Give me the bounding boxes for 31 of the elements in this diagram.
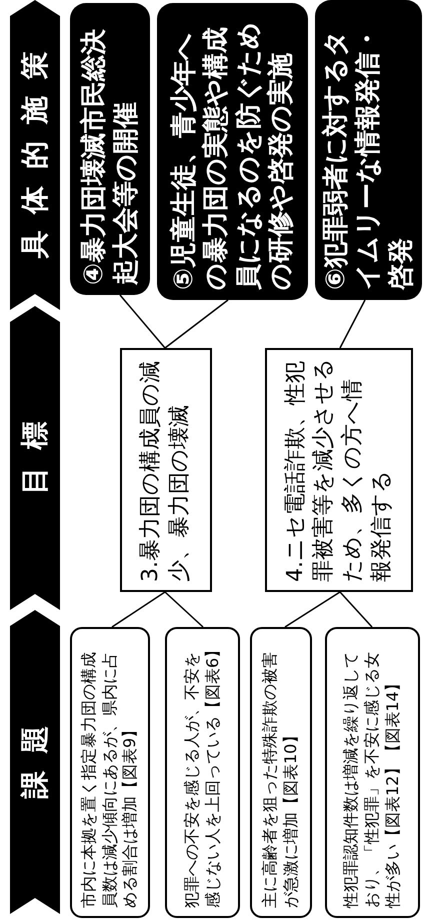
measure-box bbox=[70, 3, 150, 295]
issue-box bbox=[70, 627, 150, 918]
issue-box bbox=[165, 627, 240, 918]
section-banner bbox=[10, 0, 60, 310]
banner-label: 課題 bbox=[17, 708, 52, 798]
box-text: 4.ニセ電話詐欺、性犯罪被害等を減少させるため、多くの方へ情報発信する bbox=[282, 358, 395, 582]
issue-box bbox=[325, 627, 420, 918]
connector-line bbox=[339, 592, 373, 628]
box-text: ⑥犯罪弱者に対するタイムリーな情報発信・啓発 bbox=[320, 25, 417, 290]
connector-line bbox=[112, 591, 166, 628]
goal-box bbox=[265, 348, 413, 592]
section-banner bbox=[10, 306, 60, 610]
box-text: 主に高齢者を狙った特殊詐欺の被害が急激に増加【図表10】 bbox=[260, 651, 301, 908]
connector-line bbox=[284, 591, 340, 628]
measure-box bbox=[157, 3, 308, 300]
box-text: ⑤児童生徒、青少年への暴力団の実態や構成員になるのを防ぐための研修や啓発の実施 bbox=[168, 21, 297, 290]
connector-line bbox=[339, 300, 366, 348]
box-text: 犯罪への不安を感じる人が、不安を感じない人を上回っている【図表6】 bbox=[182, 640, 222, 908]
connector-line bbox=[164, 591, 204, 628]
goal-box bbox=[120, 348, 212, 592]
banner-label: 具体的施策 bbox=[17, 34, 52, 259]
measure-box bbox=[315, 0, 422, 300]
section-banner bbox=[10, 610, 60, 914]
banner-label: 目標 bbox=[17, 404, 52, 494]
issue-box bbox=[250, 627, 312, 918]
connector-line bbox=[164, 299, 228, 349]
box-text: 性犯罪認知件数は増減を繰り返しており、「性犯罪」を不安に感じる女性が多い【図表12】【図表14】 bbox=[341, 651, 403, 908]
box-text: 3.暴力団の構成員の減少、暴力団の壊滅 bbox=[137, 360, 193, 582]
box-text: ④暴力団壊滅市民総決起大会等の開催 bbox=[78, 28, 142, 285]
box-text: 市内に本拠を置く指定暴力団の構成員数は減少傾向にあるが、県内に占める割合は増加【図表9】 bbox=[78, 651, 140, 908]
connector-line bbox=[119, 294, 166, 348]
